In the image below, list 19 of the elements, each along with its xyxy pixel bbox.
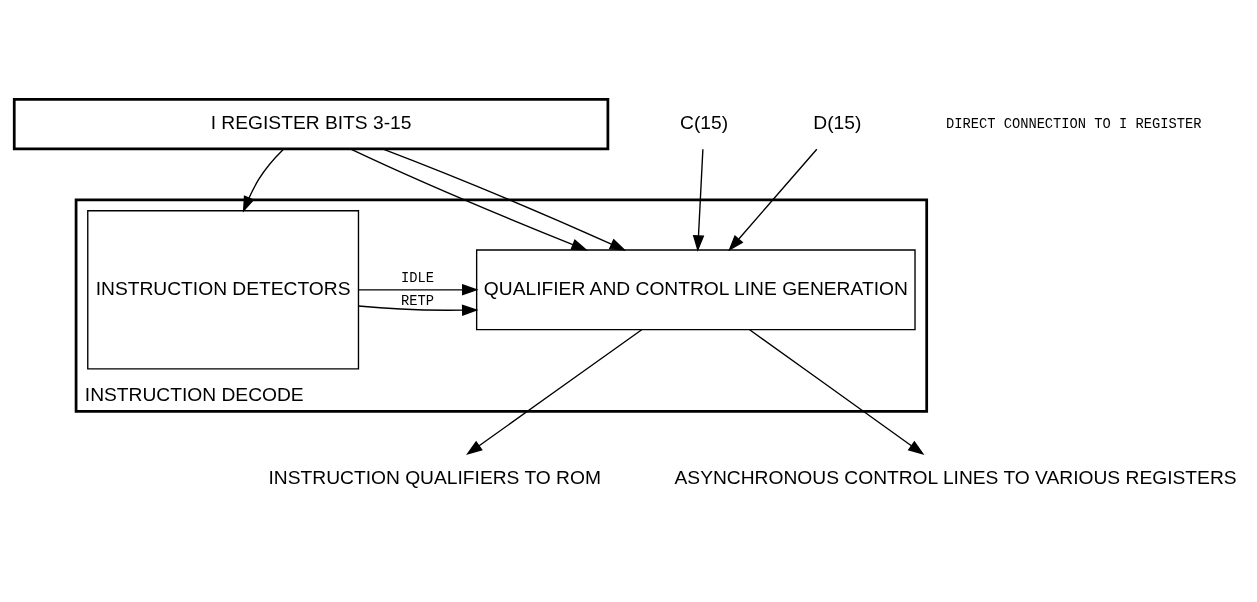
arrow [748,328,925,455]
arrow [357,303,479,316]
node-text: C(15) [680,111,729,133]
edge-label: RETP [401,293,435,309]
node-box: I REGISTER BITS 3-15 [12,97,610,150]
arrow [728,148,818,251]
arrow [350,147,588,251]
node-text: ASYNCHRONOUS CONTROL LINES TO VARIOUS REGISTERS [674,466,1237,488]
node-box: QUALIFIER AND CONTROL LINE GENERATION [475,248,916,330]
node-text: INSTRUCTION QUALIFIERS TO ROM [268,466,601,488]
arrow [242,148,285,213]
edge-label: IDLE [401,270,435,286]
arrow [466,328,643,455]
arrow [692,148,705,252]
node-text: D(15) [813,111,862,133]
arrow [382,147,627,251]
arrow [357,283,479,296]
label: DIRECT CONNECTION TO I REGISTER [945,116,1202,132]
node-box: INSTRUCTION DETECTORS [87,209,360,369]
